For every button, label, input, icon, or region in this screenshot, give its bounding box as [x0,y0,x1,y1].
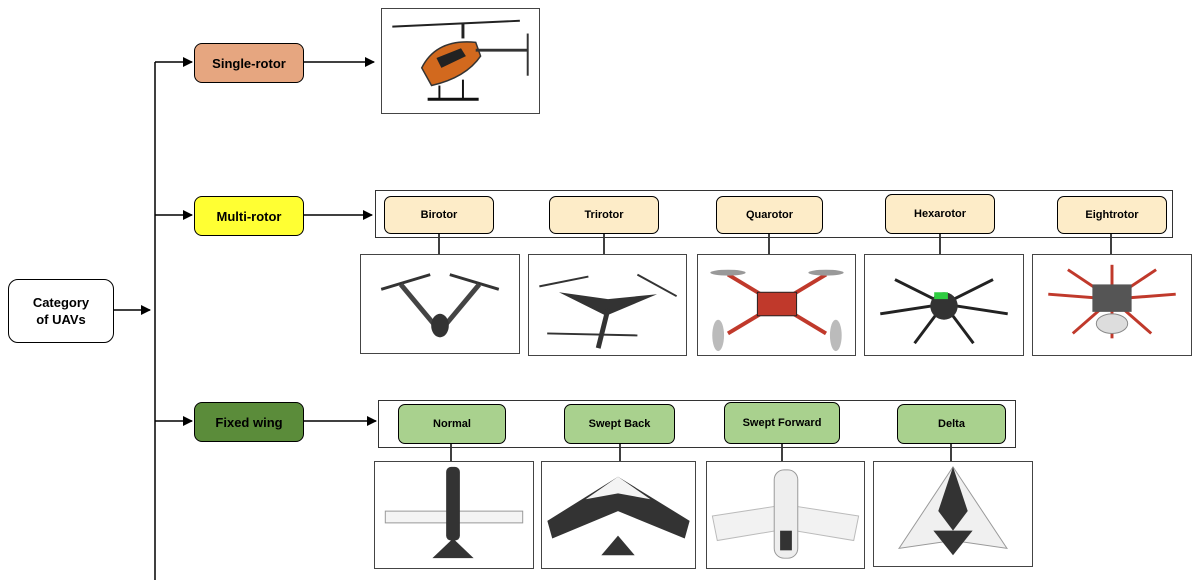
quadrotor-drone-photo [697,254,856,356]
birotor-drone-photo [360,254,520,354]
fixed-wing-node: Fixed wing [194,402,304,442]
birotor-node: Birotor [384,196,494,234]
swept-back-node: Swept Back [564,404,675,444]
octorotor-drone-photo [1032,254,1192,356]
trirotor-drone-photo [528,254,687,356]
quarotor-node: Quarotor [716,196,823,234]
delta-wing-uav-photo [873,461,1033,567]
delta-node: Delta [897,404,1006,444]
single-rotor-node: Single-rotor [194,43,304,83]
root-label-line2: of UAVs [36,312,86,327]
swept-forward-wing-uav-photo [706,461,865,569]
root-label-line1: Category [32,295,90,310]
fixed-wing-types-group [378,400,1016,448]
multi-rotor-node: Multi-rotor [194,196,304,236]
eightrotor-node: Eightrotor [1057,196,1167,234]
hexarotor-drone-photo [864,254,1024,356]
normal-node: Normal [398,404,506,444]
normal-wing-uav-photo [374,461,534,569]
category-of-uavs-node: Category of UAVs [8,279,114,343]
hexarotor-node: Hexarotor [885,194,995,234]
trirotor-node: Trirotor [549,196,659,234]
helicopter-photo [381,8,540,114]
swept-back-wing-uav-photo [541,461,696,569]
swept-forward-node: Swept Forward [724,402,840,444]
multi-rotor-types-group [375,190,1173,238]
